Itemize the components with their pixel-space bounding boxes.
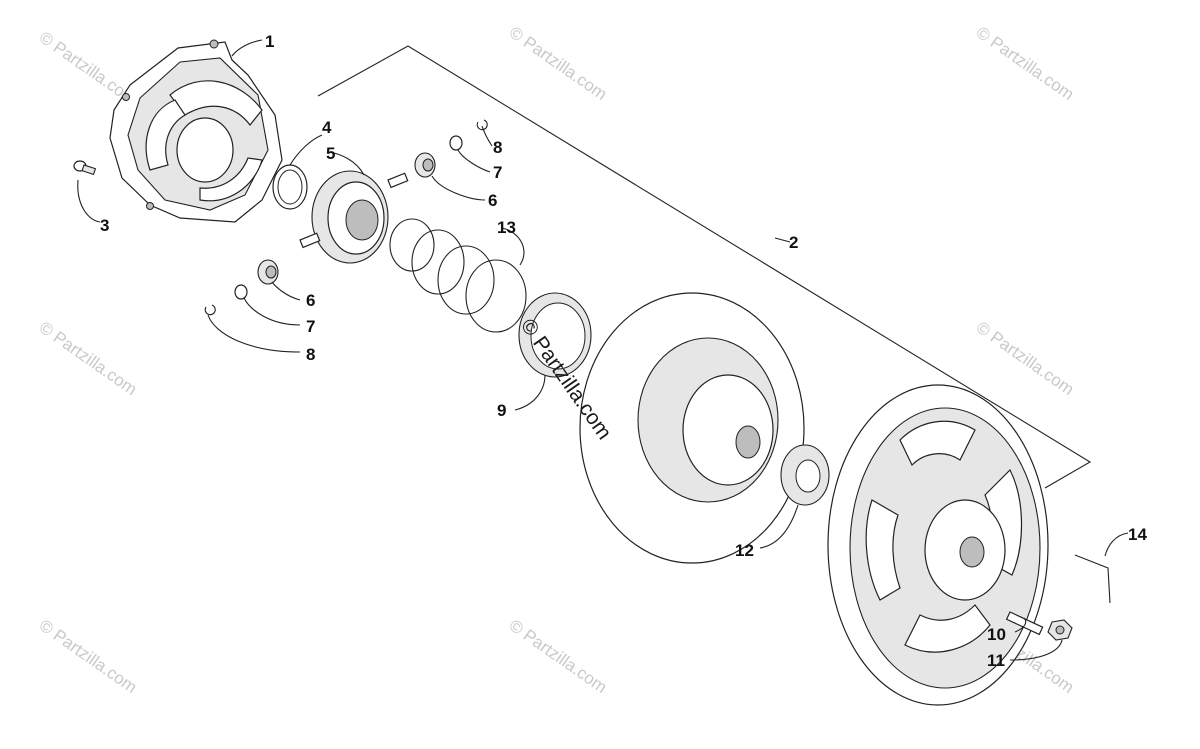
callout-8: 8 xyxy=(306,345,315,364)
part-2-fixed-sheave xyxy=(827,384,1049,706)
watermark: © Partzilla.com xyxy=(973,318,1078,399)
callout-4: 4 xyxy=(322,118,332,137)
callout-6: 6 xyxy=(488,191,497,210)
part-14-hex-key xyxy=(1074,554,1111,604)
leader-lines xyxy=(77,39,1129,661)
callout-9: 9 xyxy=(497,401,506,420)
part-7-washer-lower xyxy=(234,284,248,300)
part-5-hub xyxy=(299,170,409,264)
part-11-nut xyxy=(1047,619,1073,641)
part-3-screw xyxy=(73,160,97,176)
watermark: © Partzilla.com xyxy=(973,23,1078,104)
callout-10: 10 xyxy=(987,625,1006,644)
assembly-bracket xyxy=(317,45,1092,489)
callout-5: 5 xyxy=(326,144,335,163)
callout-labels: 1 2 3 4 5 6 6 7 7 8 8 9 10 11 12 13 14 xyxy=(100,32,1147,670)
part-6-roller-lower xyxy=(257,259,279,285)
callout-13: 13 xyxy=(497,218,516,237)
part-4-snap-ring xyxy=(272,164,308,210)
part-8-clip-lower xyxy=(204,304,216,316)
watermark: © Partzilla.com xyxy=(506,23,611,104)
part-6-roller-upper xyxy=(414,152,436,178)
callout-12: 12 xyxy=(735,541,754,560)
callout-14: 14 xyxy=(1128,525,1147,544)
watermark: © Partzilla.com xyxy=(506,616,611,697)
callout-7: 7 xyxy=(306,317,315,336)
callout-8: 8 xyxy=(493,138,502,157)
callout-1: 1 xyxy=(265,32,274,51)
part-12-washer xyxy=(780,444,830,506)
part-7-washer-upper xyxy=(449,135,463,151)
part-13-spring xyxy=(389,218,527,333)
part-1-cover-cam xyxy=(109,39,283,223)
callout-2: 2 xyxy=(789,233,798,252)
callout-11: 11 xyxy=(987,651,1005,670)
callout-7: 7 xyxy=(493,163,502,182)
callout-6: 6 xyxy=(306,291,315,310)
part-9-seal xyxy=(518,292,592,378)
watermark: © Partzilla.com xyxy=(36,616,141,697)
callout-3: 3 xyxy=(100,216,109,235)
watermark: © Partzilla.com xyxy=(36,318,141,399)
part-2-sheave xyxy=(579,292,805,564)
